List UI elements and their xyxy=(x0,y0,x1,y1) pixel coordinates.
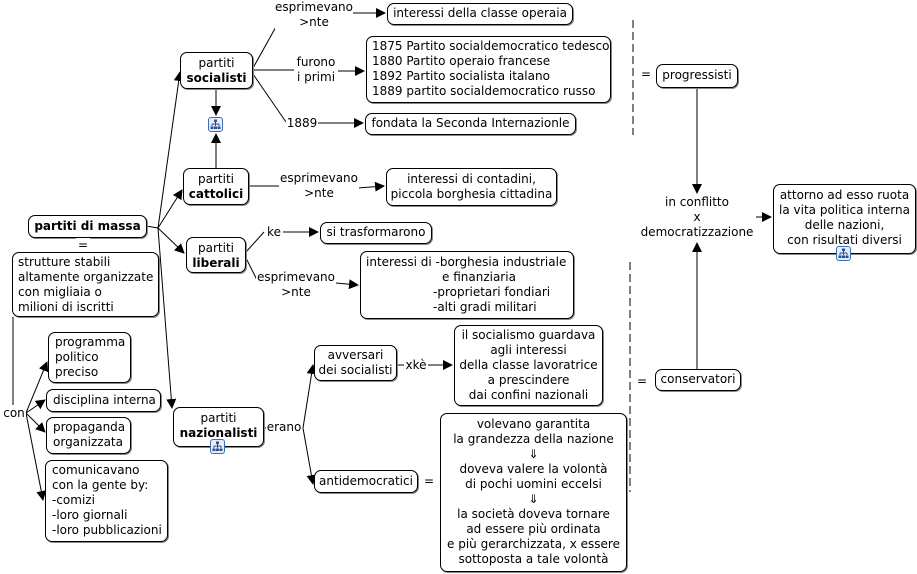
node-borghesia[interactable]: interessi di -borghesia industriale e fi… xyxy=(360,251,574,319)
submap-icon[interactable] xyxy=(836,246,851,261)
label-1889: 1889 xyxy=(286,116,318,131)
hierarchy-icon xyxy=(838,248,849,258)
label-esprimevano-cattolici: esprimevano >nte xyxy=(279,171,359,201)
node-partiti-cattolici[interactable]: partiti cattolici xyxy=(183,168,249,205)
node-si-trasformarono[interactable]: si trasformarono xyxy=(320,222,432,244)
node-programma[interactable]: programma politico preciso xyxy=(48,332,131,383)
node-strutture[interactable]: strutture stabili altamente organizzate … xyxy=(12,252,159,317)
label-eq-progressisti: = xyxy=(640,67,652,82)
label-xke: xkè xyxy=(404,358,428,373)
node-progressisti[interactable]: progressisti xyxy=(656,64,738,88)
label-furono-i-primi: furono i primi xyxy=(294,55,338,85)
node-primi-partiti[interactable]: 1875 Partito socialdemocratico tedesco 1… xyxy=(366,36,611,103)
arrow-down-icon: ⇓ xyxy=(528,447,539,461)
label-esprimevano-liberali: esprimevano >nte xyxy=(256,270,336,300)
label-eq-antidemocratici: = xyxy=(422,474,436,489)
node-comunicavano[interactable]: comunicavano con la gente by: -comizi -l… xyxy=(45,460,168,542)
arrow-down-icon: ⇓ xyxy=(528,492,539,506)
label-eq-massa: = xyxy=(76,238,90,253)
node-avversari[interactable]: avversari dei socialisti xyxy=(314,345,397,381)
label-esprimevano-socialisti: esprimevano >nte xyxy=(275,0,353,30)
label-conflitto: in conflitto x democratizzazione xyxy=(638,195,756,240)
link-to-cattolici xyxy=(157,189,183,229)
node-partiti-di-massa[interactable]: partiti di massa xyxy=(28,215,147,238)
node-propaganda[interactable]: propaganda organizzata xyxy=(46,417,131,454)
node-seconda-internazionale[interactable]: fondata la Seconda Internazionle xyxy=(365,113,576,135)
hierarchy-icon xyxy=(212,441,223,451)
submap-icon[interactable] xyxy=(210,439,225,454)
link-to-nazionalisti xyxy=(157,227,177,409)
node-classe-operaia[interactable]: interessi della classe operaia xyxy=(387,3,573,25)
label-con: con xyxy=(2,406,26,421)
link-to-socialisti xyxy=(157,71,184,229)
submap-icon[interactable] xyxy=(208,117,223,132)
link-esprimevano3 xyxy=(335,279,359,290)
label-ke: ke xyxy=(265,225,283,240)
node-attorno[interactable]: attorno ad esso ruota la vita politica i… xyxy=(773,184,916,254)
node-conservatori[interactable]: conservatori xyxy=(655,369,741,391)
node-disciplina[interactable]: disciplina interna xyxy=(46,389,161,412)
node-antidemocratici[interactable]: antidemocratici xyxy=(314,470,418,493)
link-esprimevano2 xyxy=(357,181,385,192)
link-to-liberali xyxy=(157,227,185,254)
node-partiti-liberali[interactable]: partiti liberali xyxy=(186,237,246,273)
link-massa-hub xyxy=(145,225,159,229)
node-socialismo[interactable]: il socialismo guardava agli interessi de… xyxy=(454,325,603,406)
node-partiti-socialisti[interactable]: partiti socialisti xyxy=(180,52,253,89)
label-erano: erano xyxy=(266,420,302,435)
hierarchy-icon xyxy=(210,119,221,129)
node-volevano[interactable]: volevano garantita la grandezza della na… xyxy=(440,413,627,572)
label-eq-conservatori: = xyxy=(636,374,648,389)
node-contadini[interactable]: interessi di contadini, piccola borghesi… xyxy=(386,168,557,206)
